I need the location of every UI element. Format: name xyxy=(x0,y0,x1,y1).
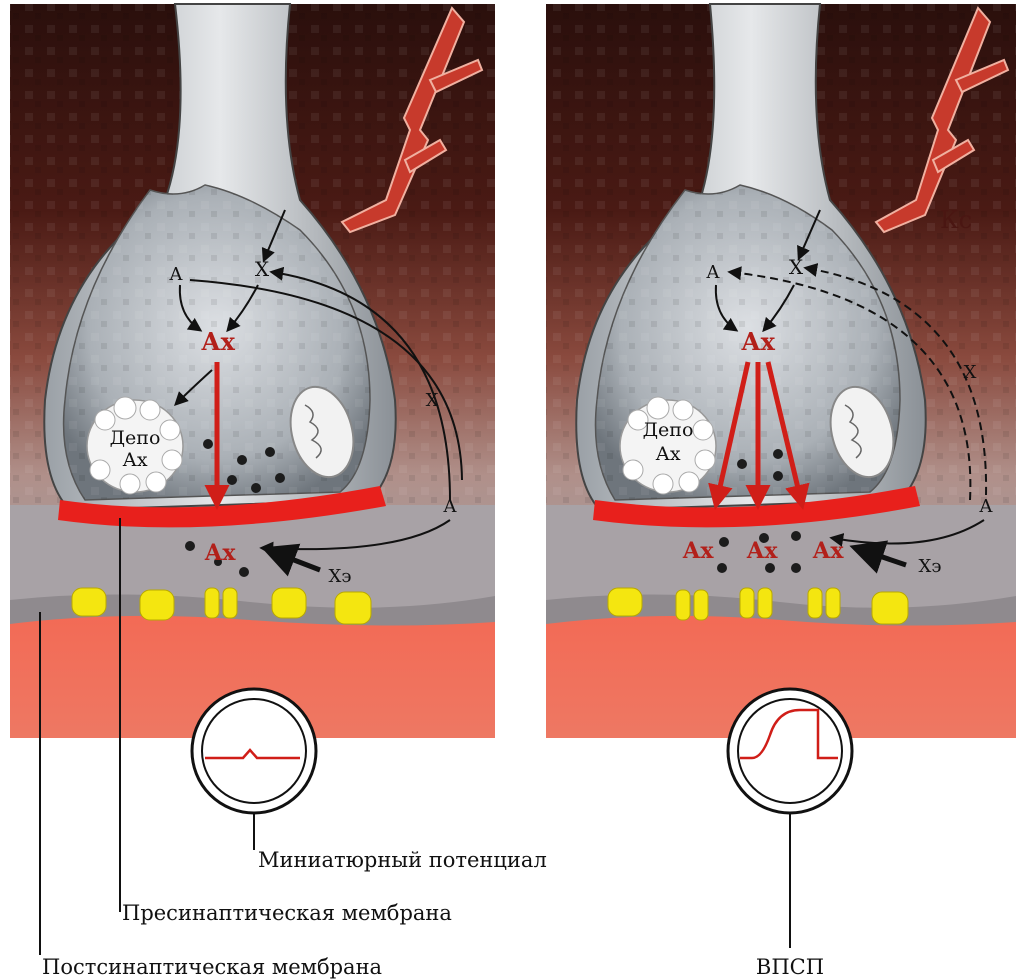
left-label-choline: Хэ xyxy=(329,566,352,587)
left-label-x-top: Х xyxy=(255,257,270,281)
right-label-ach-cleft-3: Ах xyxy=(812,538,844,564)
right-label-x-top: Х xyxy=(789,255,804,279)
left-label-x-side: Х xyxy=(426,390,439,411)
left-label-a-side: А xyxy=(443,496,457,517)
right-depot-label-1: Депо xyxy=(643,419,694,441)
right-oscilloscope xyxy=(728,689,852,813)
caption-miniature-potential: Миниатюрный потенциал xyxy=(258,848,547,872)
left-label-ach-center: Ах xyxy=(201,327,236,356)
left-label-a-top: А xyxy=(169,264,183,285)
left-depot-label-2: Ах xyxy=(122,449,147,471)
left-panel: Депо Ах xyxy=(10,4,495,813)
right-label-a-top: А xyxy=(706,262,720,283)
left-label-ach-cleft: Ах xyxy=(204,540,236,566)
right-label-choline: Хэ xyxy=(919,556,942,577)
right-label-ach-center: Ах xyxy=(741,327,776,356)
right-depot-label-2: Ах xyxy=(655,443,680,465)
right-label-ach-cleft-2: Ах xyxy=(746,538,778,564)
right-label-a-side: А xyxy=(979,496,993,517)
caption-presynaptic-membrane: Пресинаптическая мембрана xyxy=(122,901,452,925)
left-oscilloscope xyxy=(192,689,316,813)
right-label-x-side: Х xyxy=(964,362,977,383)
right-panel: Депо Ах xyxy=(546,4,1016,813)
caption-epsp: ВПСП xyxy=(756,955,824,979)
caption-postsynaptic-membrane: Постсинаптическая мембрана xyxy=(42,955,382,979)
left-depot-label-1: Депо xyxy=(110,427,161,449)
right-label-ach-cleft-1: Ах xyxy=(682,538,714,564)
right-label-corner: Кс xyxy=(940,206,972,234)
